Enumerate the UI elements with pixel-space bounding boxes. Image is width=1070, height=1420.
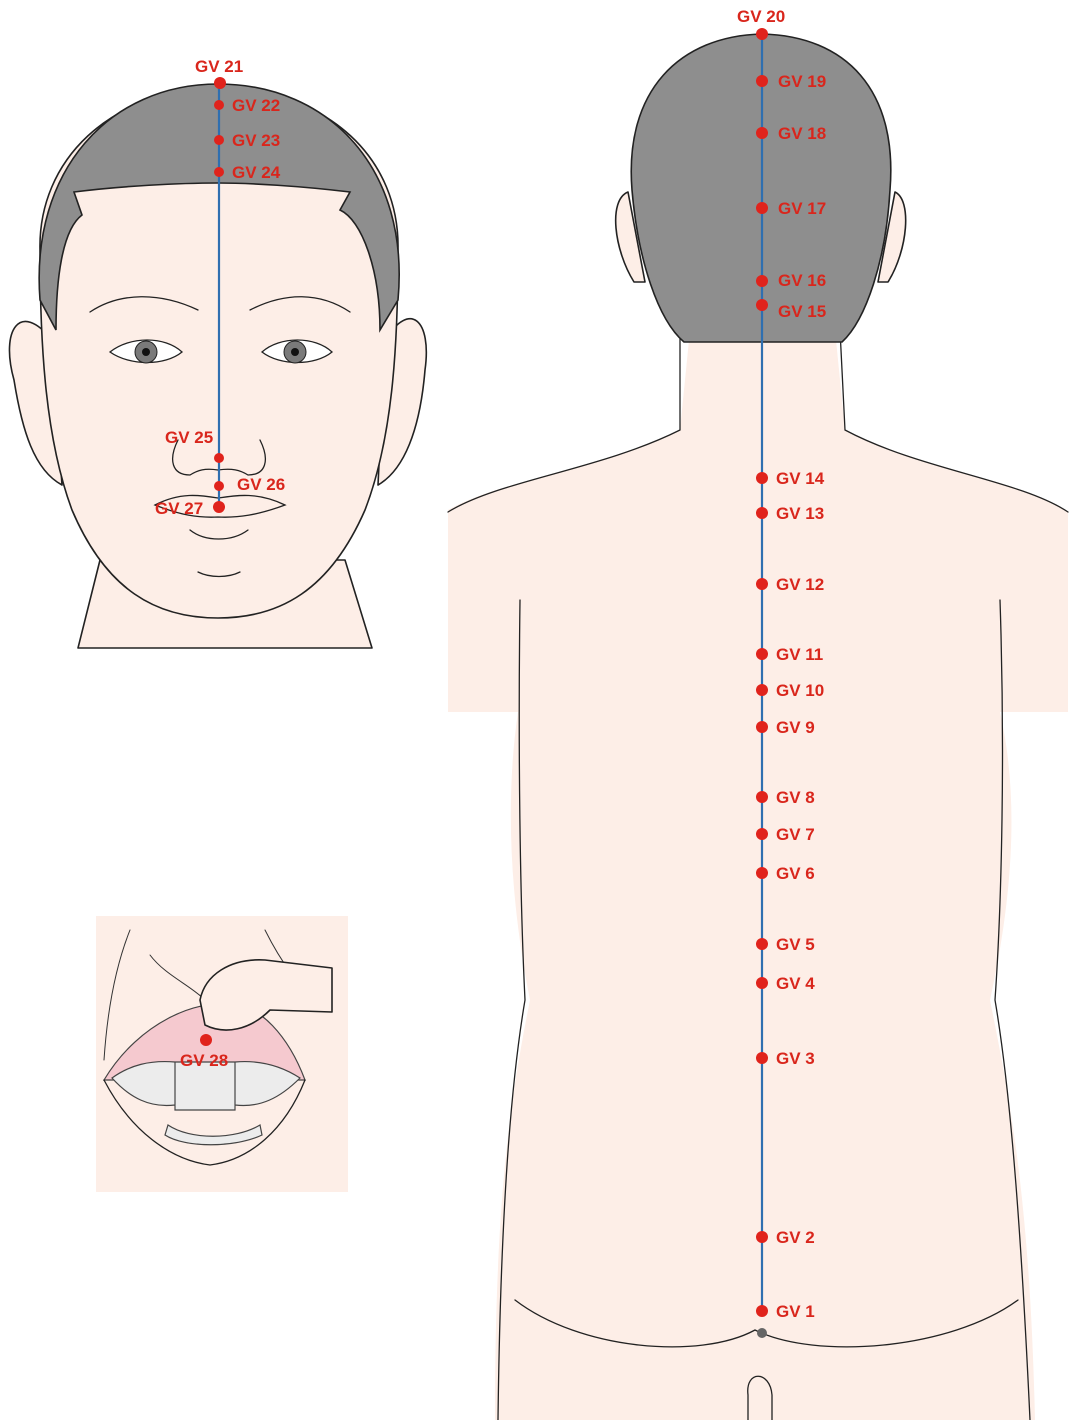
label-gv25: GV 25 (165, 428, 213, 447)
point-gv23 (214, 135, 224, 145)
point-gv10 (756, 684, 768, 696)
label-gv12: GV 12 (776, 575, 824, 594)
label-gv27: GV 27 (155, 499, 203, 518)
point-gv21 (214, 77, 226, 89)
point-gv25 (214, 453, 224, 463)
point-gv4 (756, 977, 768, 989)
point-gv8 (756, 791, 768, 803)
point-gv15 (756, 299, 768, 311)
point-gv28 (200, 1034, 212, 1046)
point-gv27 (213, 501, 225, 513)
label-gv16: GV 16 (778, 271, 826, 290)
label-gv14: GV 14 (776, 469, 825, 488)
label-gv11: GV 11 (776, 645, 823, 664)
label-gv18: GV 18 (778, 124, 826, 143)
label-gv8: GV 8 (776, 788, 815, 807)
coccyx-mark (757, 1328, 767, 1338)
point-gv2 (756, 1231, 768, 1243)
label-gv17: GV 17 (778, 199, 826, 218)
point-gv3 (756, 1052, 768, 1064)
label-gv19: GV 19 (778, 72, 826, 91)
label-gv21: GV 21 (195, 57, 243, 76)
label-gv23: GV 23 (232, 131, 280, 150)
label-gv26: GV 26 (237, 475, 285, 494)
point-gv1 (756, 1305, 768, 1317)
label-gv13: GV 13 (776, 504, 824, 523)
point-gv17 (756, 202, 768, 214)
point-gv5 (756, 938, 768, 950)
point-gv16 (756, 275, 768, 287)
label-gv4: GV 4 (776, 974, 815, 993)
label-gv24: GV 24 (232, 163, 281, 182)
label-gv22: GV 22 (232, 96, 280, 115)
label-gv10: GV 10 (776, 681, 824, 700)
point-gv26 (214, 481, 224, 491)
label-gv9: GV 9 (776, 718, 815, 737)
label-gv2: GV 2 (776, 1228, 815, 1247)
label-gv5: GV 5 (776, 935, 815, 954)
point-gv12 (756, 578, 768, 590)
point-gv11 (756, 648, 768, 660)
point-gv13 (756, 507, 768, 519)
point-gv6 (756, 867, 768, 879)
point-gv7 (756, 828, 768, 840)
point-gv20 (756, 28, 768, 40)
point-gv19 (756, 75, 768, 87)
point-gv14 (756, 472, 768, 484)
label-gv3: GV 3 (776, 1049, 815, 1068)
point-gv18 (756, 127, 768, 139)
label-gv20: GV 20 (737, 7, 785, 26)
point-gv9 (756, 721, 768, 733)
label-gv28: GV 28 (180, 1051, 228, 1070)
label-gv15: GV 15 (778, 302, 826, 321)
label-gv7: GV 7 (776, 825, 815, 844)
point-gv22 (214, 100, 224, 110)
point-gv24 (214, 167, 224, 177)
label-gv1: GV 1 (776, 1302, 815, 1321)
label-gv6: GV 6 (776, 864, 815, 883)
